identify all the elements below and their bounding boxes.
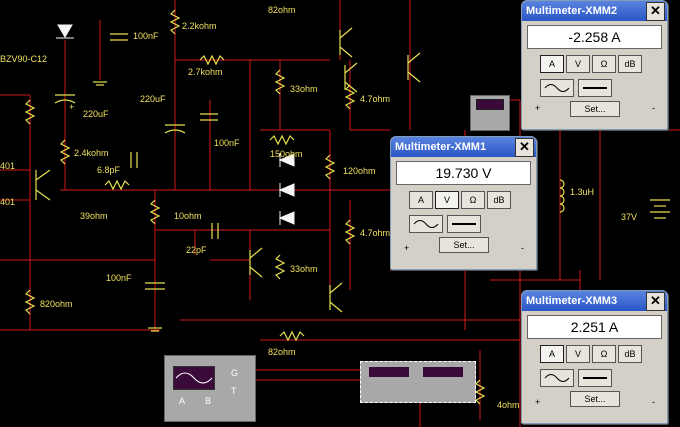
- multimeter-xmm1-panel[interactable]: Multimeter-XMM1 ✕ 19.730 V A V Ω dB Set.…: [390, 136, 537, 270]
- multimeter-reading: 19.730 V: [396, 161, 531, 185]
- minus-terminal-label: -: [652, 103, 655, 113]
- ohmmeter-mode-button[interactable]: Ω: [592, 345, 616, 363]
- multimeter-xmm3-panel[interactable]: Multimeter-XMM3 ✕ 2.251 A A V Ω dB Set..…: [521, 290, 668, 424]
- multimeter-reading: -2.258 A: [527, 25, 662, 49]
- settings-button[interactable]: Set...: [570, 101, 620, 117]
- minus-terminal-label: -: [521, 243, 524, 253]
- multimeter-xmm2-symbol[interactable]: [470, 95, 510, 131]
- ac-mode-button[interactable]: [409, 215, 443, 233]
- settings-button[interactable]: Set...: [439, 237, 489, 253]
- ohmmeter-mode-button[interactable]: Ω: [461, 191, 485, 209]
- multimeter-xmm2-panel[interactable]: Multimeter-XMM2 ✕ -2.258 A A V Ω dB Set.…: [521, 0, 668, 130]
- sine-wave-icon: [544, 84, 570, 92]
- dc-mode-button[interactable]: [578, 79, 612, 97]
- ac-mode-button[interactable]: [540, 79, 574, 97]
- label-cap-plus: +: [69, 102, 75, 112]
- db-mode-button[interactable]: dB: [618, 55, 642, 73]
- oscilloscope-a-label: A: [179, 396, 186, 406]
- label-c68p: 6.8pF: [97, 165, 121, 175]
- label-c22p: 22pF: [186, 245, 207, 255]
- multimeter-title: Multimeter-XMM1 ✕: [391, 137, 536, 157]
- ammeter-mode-button[interactable]: A: [409, 191, 433, 209]
- label-q401b: 401: [0, 197, 16, 207]
- multimeter-title: Multimeter-XMM3 ✕: [522, 291, 667, 311]
- label-l13: 1.3uH: [570, 187, 595, 197]
- oscilloscope-b-label: B: [205, 396, 212, 406]
- label-c100nf-top: 100nF: [133, 31, 159, 41]
- ohmmeter-mode-button[interactable]: Ω: [592, 55, 616, 73]
- label-r10: 10ohm: [174, 211, 202, 221]
- dc-mode-button[interactable]: [578, 369, 612, 387]
- oscilloscope-screen: [173, 366, 215, 390]
- voltmeter-mode-button[interactable]: V: [435, 191, 459, 209]
- ammeter-mode-button[interactable]: A: [540, 55, 564, 73]
- label-r47b: 4.7ohm: [360, 228, 391, 238]
- oscilloscope-g-label: G: [231, 368, 239, 378]
- multimeter-title: Multimeter-XMM2 ✕: [522, 1, 667, 21]
- minus-terminal-label: -: [652, 397, 655, 407]
- db-mode-button[interactable]: dB: [487, 191, 511, 209]
- label-r22k: 2.2kohm: [182, 21, 217, 31]
- label-r33b: 33ohm: [290, 264, 318, 274]
- sine-wave-icon: [544, 374, 570, 382]
- label-r150: 150ohm: [270, 149, 303, 159]
- label-q401a: 401: [0, 161, 16, 171]
- label-c220uf-a: 220uF: [83, 109, 109, 119]
- label-r4: 4ohm: [497, 400, 520, 410]
- settings-button[interactable]: Set...: [570, 391, 620, 407]
- label-r120: 120ohm: [343, 166, 376, 176]
- label-r820: 820ohm: [40, 299, 73, 309]
- label-zener: BZV90-C12: [0, 54, 48, 64]
- voltmeter-mode-button[interactable]: V: [566, 345, 590, 363]
- label-r33a: 33ohm: [290, 84, 318, 94]
- ammeter-mode-button[interactable]: A: [540, 345, 564, 363]
- dc-line-icon: [583, 377, 607, 379]
- label-r47a: 4.7ohm: [360, 94, 391, 104]
- label-r27k: 2.7kohm: [188, 67, 223, 77]
- oscilloscope-t-label: T: [231, 386, 237, 396]
- label-c220uf-b: 220uF: [140, 94, 166, 104]
- label-v37: 37V: [621, 212, 638, 222]
- multimeter-pair-symbol[interactable]: [360, 361, 476, 403]
- close-icon[interactable]: ✕: [515, 138, 534, 157]
- label-c100nf-mid: 100nF: [214, 138, 240, 148]
- label-c100nf-bot: 100nF: [106, 273, 132, 283]
- sine-wave-icon: [413, 220, 439, 228]
- close-icon[interactable]: ✕: [646, 292, 665, 311]
- dc-line-icon: [452, 223, 476, 225]
- close-icon[interactable]: ✕: [646, 2, 665, 21]
- plus-terminal-label: +: [404, 243, 410, 253]
- plus-terminal-label: +: [535, 103, 541, 113]
- db-mode-button[interactable]: dB: [618, 345, 642, 363]
- plus-terminal-label: +: [535, 397, 541, 407]
- label-r39: 39ohm: [80, 211, 108, 221]
- multimeter-reading: 2.251 A: [527, 315, 662, 339]
- oscilloscope-symbol[interactable]: G T A B: [164, 355, 256, 422]
- label-r82-bot: 82ohm: [268, 347, 296, 357]
- dc-mode-button[interactable]: [447, 215, 481, 233]
- dc-line-icon: [583, 87, 607, 89]
- ac-mode-button[interactable]: [540, 369, 574, 387]
- label-r24k: 2.4kohm: [74, 148, 109, 158]
- label-r82-top: 82ohm: [268, 5, 296, 15]
- voltmeter-mode-button[interactable]: V: [566, 55, 590, 73]
